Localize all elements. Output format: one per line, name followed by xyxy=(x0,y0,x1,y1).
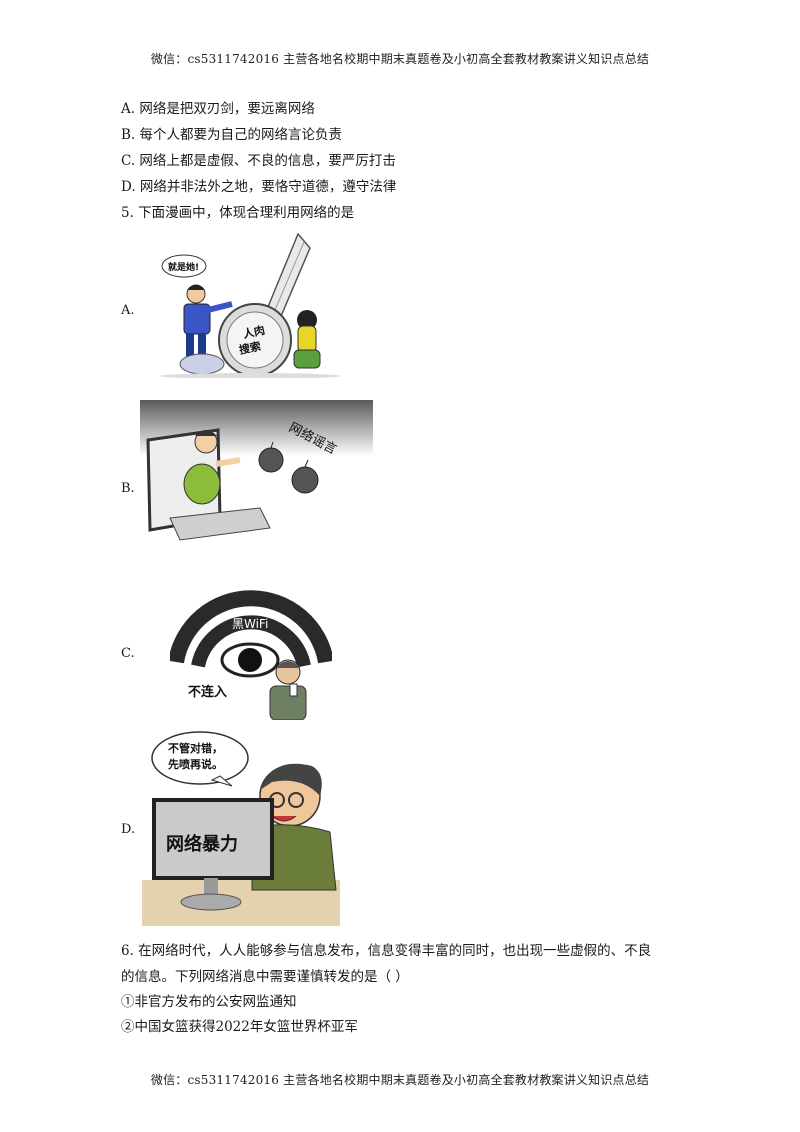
q5-option-d-label: D. xyxy=(121,822,136,837)
text-buguan-duicuo: 不管对错， xyxy=(168,741,223,755)
text-xianpen-zaishuo: 先喷再说。 xyxy=(168,757,223,771)
text-bu-lianru: 不连入 xyxy=(188,684,227,700)
q5-stem: 5. 下面漫画中，体现合理利用网络的是 xyxy=(121,205,355,221)
text-wangluo-baoli: 网络暴力 xyxy=(166,833,238,855)
cartoon-a: 人肉 搜索 就是她! xyxy=(140,230,340,379)
q5-option-a-label: A. xyxy=(121,303,135,318)
q4-option-d: D. 网络并非法外之地，要恪守道德，遵守法律 xyxy=(121,179,397,195)
text-jiushita: 就是她! xyxy=(168,261,199,273)
q5-option-c-label: C. xyxy=(121,646,135,661)
q6-item-2: ②中国女篮获得2022年女篮世界杯亚军 xyxy=(121,1019,358,1035)
page-footer: 微信：cs5311742016 主营各地名校期中期末真题卷及小初高全套教材教案讲… xyxy=(150,1073,650,1087)
cartoon-b: 网络谣言 xyxy=(140,400,373,560)
q6-stem-line2: 的信息。下列网络消息中需要谨慎转发的是（ ） xyxy=(121,969,409,985)
q6-stem-line1: 6. 在网络时代，人人能够参与信息发布，信息变得丰富的同时，也出现一些虚假的、不… xyxy=(121,943,652,959)
q4-option-b: B. 每个人都要为自己的网络言论负责 xyxy=(121,127,343,143)
q6-item-1: ①非官方发布的公安网监通知 xyxy=(121,994,297,1010)
cartoon-c: 黑WiFi 不连入 xyxy=(168,582,334,721)
q5-option-b-label: B. xyxy=(121,481,135,496)
q4-option-c: C. 网络上都是虚假、不良的信息，要严厉打击 xyxy=(121,153,396,169)
page-header: 微信：cs5311742016 主营各地名校期中期末真题卷及小初高全套教材教案讲… xyxy=(150,52,650,66)
text-hei-wifi: 黑WiFi xyxy=(232,617,268,631)
q4-option-a: A. 网络是把双刃剑，要远离网络 xyxy=(121,101,315,117)
text-renrou: 人肉 xyxy=(242,323,266,341)
text-sousuo: 搜索 xyxy=(238,339,262,357)
cartoon-d: 不管对错， 先喷再说。 网络暴力 xyxy=(142,730,340,926)
